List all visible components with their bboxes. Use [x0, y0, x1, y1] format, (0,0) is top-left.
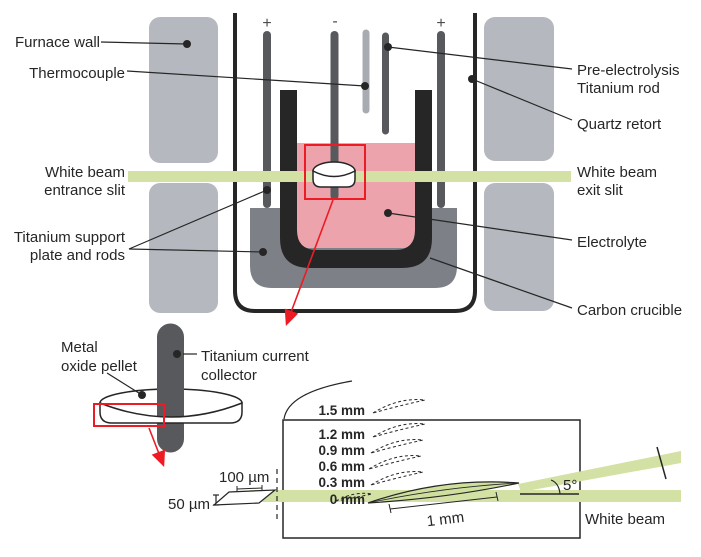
leader-thermocouple	[126, 70, 366, 87]
white-beam-incident	[250, 490, 681, 502]
label-metal-oxide-2: oxide pellet	[61, 358, 138, 375]
polarity-right: +	[436, 15, 445, 32]
leader-dot-current-collector	[173, 350, 181, 358]
offset-label-1-5mm: 1.5 mm	[318, 403, 365, 418]
leader-dot-support-rod	[263, 186, 271, 194]
leader-dot-furnace-wall	[183, 40, 191, 48]
label-1mm: 1 mm	[426, 509, 465, 530]
furnace-wall-right-lower	[484, 183, 554, 311]
quartz-retort-vessel	[233, 13, 477, 313]
dashed-lens-1-2mm	[372, 423, 426, 438]
label-pre-electrolysis-2: Titanium rod	[577, 80, 660, 97]
leader-electrolyte	[387, 212, 573, 241]
label-100um: 100 µm	[219, 469, 269, 486]
leader-dot-metal-oxide-pellet	[138, 391, 146, 399]
leader-quartz-retort	[471, 78, 573, 121]
label-collector-1: Titanium current	[201, 348, 310, 365]
dimension-100um	[236, 485, 263, 492]
label-metal-oxide-1: Metal	[61, 339, 98, 356]
electrolyte-bath	[297, 143, 415, 248]
slab-dimensions: 50 µm 100 µm	[168, 469, 278, 520]
dim-tick-left	[388, 503, 392, 514]
label-angle-5deg: 5°	[563, 477, 577, 494]
label-50um: 50 µm	[168, 496, 210, 513]
furnace-diagram: + - + Furnace wall Thermocouple White be…	[14, 13, 682, 326]
label-beam-entrance-1: White beam	[45, 164, 125, 181]
label-white-beam: White beam	[585, 511, 665, 528]
label-electrolyte: Electrolyte	[577, 234, 647, 251]
leader-dot-thermocouple	[361, 82, 369, 90]
angle-arc	[550, 479, 561, 495]
pellet-detail-arrow	[284, 199, 334, 326]
dim-line-1mm	[389, 496, 498, 510]
dashed-lens-1-5mm	[372, 399, 426, 414]
diffracted-beam	[518, 451, 681, 492]
edge-detail-arrow	[148, 427, 166, 467]
label-ti-support-1: Titanium support	[14, 229, 126, 246]
label-quartz-retort: Quartz retort	[577, 116, 662, 133]
label-carbon-crucible: Carbon crucible	[577, 302, 682, 319]
sample-slab	[212, 489, 277, 506]
offset-label-1-2mm: 1.2 mm	[318, 427, 365, 442]
beam-profile-detail: 1.5 mm 1.2 mm 0.9 mm 0.6 mm 0.3 mm 0 mm …	[168, 380, 681, 539]
pellet-highlight-box	[304, 144, 366, 200]
dimension-1mm	[388, 491, 499, 514]
dim-line-100um	[236, 487, 263, 490]
label-beam-exit-1: White beam	[577, 164, 657, 181]
leader-dot-pre-electrolysis	[384, 43, 392, 51]
leader-support-plate	[128, 248, 264, 253]
label-furnace-wall: Furnace wall	[15, 34, 100, 51]
dim-tick-right	[495, 491, 499, 502]
dashed-lens-0-3mm	[370, 471, 424, 486]
leader-carbon-crucible	[429, 257, 573, 309]
furnace-wall-left-upper	[149, 17, 218, 163]
detail-callout-arc	[283, 380, 353, 420]
beam-break-tick	[656, 446, 667, 480]
furnace-wall-right-upper	[484, 17, 554, 161]
label-thermocouple: Thermocouple	[29, 65, 125, 82]
leader-dot-quartz-retort	[468, 75, 476, 83]
pellet-detail-side-face	[99, 401, 243, 424]
leader-metal-oxide-pellet	[106, 372, 143, 396]
label-beam-exit-2: exit slit	[577, 182, 624, 199]
dashed-lens-0-9mm	[370, 439, 424, 454]
leader-furnace-wall	[100, 41, 188, 45]
offset-label-0-3mm: 0.3 mm	[318, 475, 365, 490]
polarity-left: +	[262, 15, 271, 32]
label-collector-2: collector	[201, 367, 257, 384]
offset-label-0-9mm: 0.9 mm	[318, 443, 365, 458]
offset-label-0-6mm: 0.6 mm	[318, 459, 365, 474]
pellet-side-face	[312, 169, 356, 188]
furnace-wall-left-lower	[149, 183, 218, 313]
dashed-lens-0mm	[335, 492, 373, 502]
polarity-center: -	[332, 13, 337, 30]
offset-label-0mm: 0 mm	[330, 492, 365, 507]
dashed-lens-positions	[335, 399, 426, 502]
leader-support-rod	[128, 189, 268, 250]
label-beam-entrance-2: entrance slit	[44, 182, 126, 199]
pellet-detail: Metal oxide pellet Titanium current coll…	[61, 323, 310, 467]
pellet-edge-highlight-box	[93, 403, 165, 427]
detail-box	[282, 419, 581, 539]
lens-midline	[367, 482, 520, 504]
leader-dot-support-plate	[259, 248, 267, 256]
dashed-lens-0-6mm	[368, 455, 422, 470]
leader-dot-electrolyte	[384, 209, 392, 217]
carbon-crucible	[280, 90, 432, 268]
leader-pre-electrolysis	[387, 46, 573, 70]
label-ti-support-2: plate and rods	[30, 247, 125, 264]
label-pre-electrolysis-1: Pre-electrolysis	[577, 62, 680, 79]
